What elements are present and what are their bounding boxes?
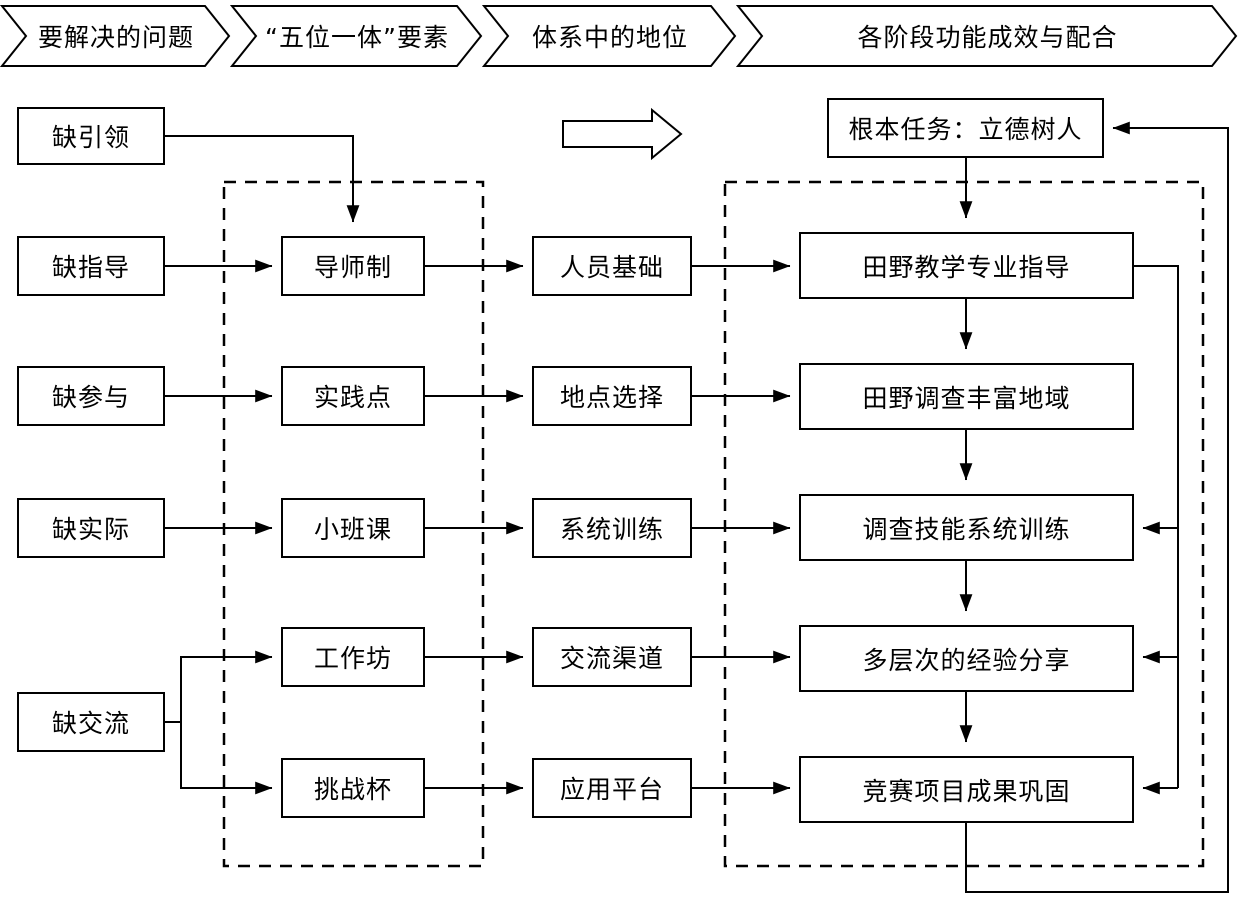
element-mentor-system-box (281, 236, 425, 296)
problem-lack-guidance-label: 缺指导 (51, 253, 130, 282)
root-task-label: 根本任务：立德树人 (848, 115, 1083, 144)
root-task-box (827, 98, 1104, 158)
banner-problems-label: 要解决的问题 (37, 23, 194, 52)
conn-outer-feedback-loop (965, 121, 1229, 893)
position-exchange-channel-box (532, 627, 692, 687)
problem-lack-leadership-box (17, 107, 165, 165)
element-practice-base-label: 实践点 (313, 383, 392, 412)
position-application-platform-label: 应用平台 (559, 775, 664, 804)
position-site-selection-label: 地点选择 (559, 383, 664, 412)
element-small-class-box (281, 498, 425, 558)
position-application-platform-box (532, 758, 692, 818)
element-workshop-box (281, 627, 425, 687)
element-small-class-label: 小班课 (313, 515, 392, 544)
conn-communication-branch-challenge (180, 722, 273, 795)
position-personnel-basis-label: 人员基础 (559, 253, 664, 282)
problem-lack-leadership-label: 缺引领 (51, 123, 130, 152)
stage-multilevel-experience-sharing-label: 多层次的经验分享 (862, 645, 1071, 675)
problem-lack-participation-box (17, 366, 165, 426)
problem-lack-communication-label: 缺交流 (51, 709, 130, 738)
stage-field-survey-regions-box (799, 363, 1134, 430)
conn-communication-branch-workshop (164, 650, 273, 723)
element-mentor-system-label: 导师制 (313, 253, 392, 282)
big-right-arrow-shape (562, 107, 683, 161)
banner-stages-label: 各阶段功能成效与配合 (857, 23, 1118, 52)
problem-lack-participation-label: 缺参与 (51, 383, 130, 412)
banner-problems-shape (0, 5, 231, 67)
stage-multilevel-experience-sharing-box (799, 625, 1134, 692)
element-workshop-label: 工作坊 (313, 644, 392, 673)
element-challenge-cup-label: 挑战杯 (313, 775, 392, 804)
stage-field-survey-regions-label: 田野调查丰富地域 (862, 383, 1071, 413)
banner-stages-shape (735, 5, 1238, 67)
problem-lack-practice-box (17, 498, 165, 558)
dashed-group-stages-shape (723, 180, 1205, 868)
stage-competition-outcome-box (799, 756, 1134, 823)
banner-elements-shape (229, 5, 483, 67)
stage-field-teaching-guidance-label: 田野教学专业指导 (862, 252, 1071, 282)
position-systematic-training-box (532, 498, 692, 558)
element-challenge-cup-box (281, 758, 425, 818)
stage-competition-outcome-label: 竞赛项目成果巩固 (862, 776, 1071, 806)
stage-survey-skill-training-label: 调查技能系统训练 (862, 514, 1071, 544)
problem-lack-practice-label: 缺实际 (51, 515, 130, 544)
banner-position-shape (481, 5, 737, 67)
position-site-selection-box (532, 366, 692, 426)
position-exchange-channel-label: 交流渠道 (559, 644, 664, 673)
banner-elements-label: “五位一体”要素 (265, 23, 449, 52)
problem-lack-communication-box (17, 692, 165, 752)
position-personnel-basis-box (532, 236, 692, 296)
banner-position-label: 体系中的地位 (531, 23, 688, 52)
stage-field-teaching-guidance-box (799, 232, 1134, 299)
position-systematic-training-label: 系统训练 (559, 515, 664, 544)
conn-feedback-bus-trunk (1133, 265, 1179, 788)
conn-leadership-to-mentor (164, 135, 360, 223)
stage-survey-skill-training-box (799, 494, 1134, 561)
